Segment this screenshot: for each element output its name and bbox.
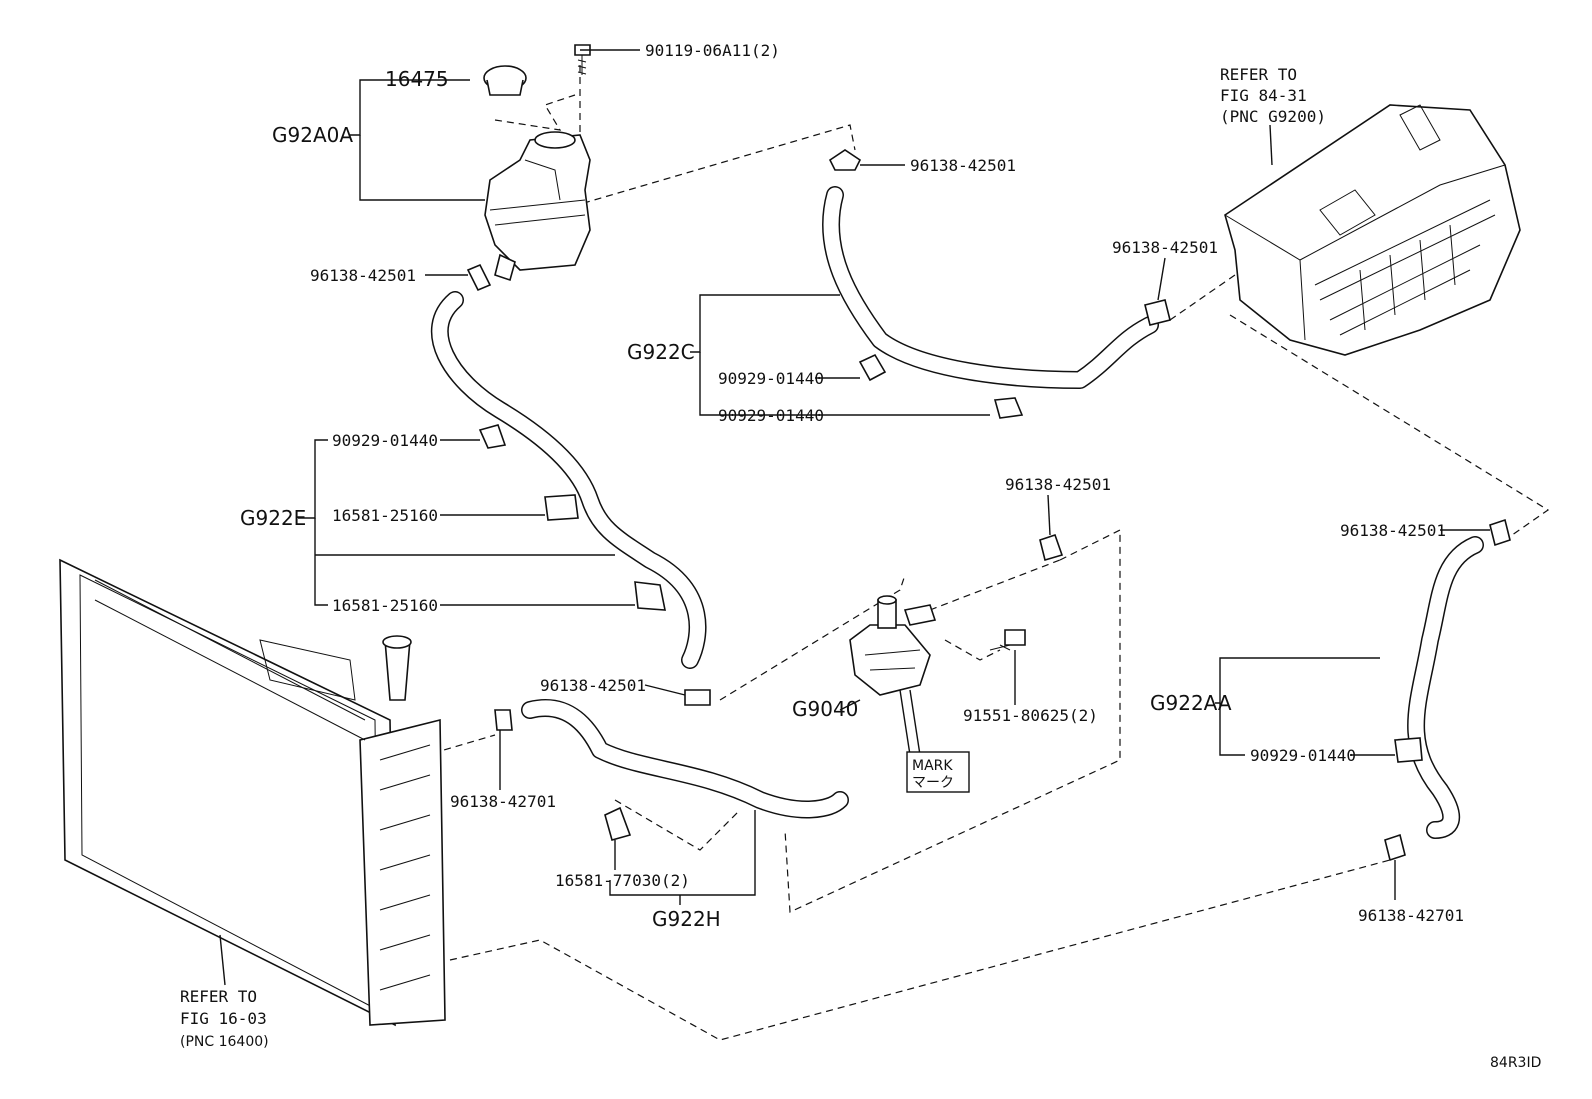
reservoir-tank	[484, 131, 591, 282]
part-label-g922c-clip-2: 90929-01440	[718, 406, 824, 425]
mark-box: MARK マーク	[906, 751, 970, 793]
sensor-icon	[544, 494, 666, 841]
refer-inverter-line2: FIG 84-31	[1220, 86, 1307, 105]
radiator	[59, 558, 446, 1027]
part-label-bolt-tank: 90119-06A11(2)	[645, 41, 780, 60]
hose-clip-icon	[478, 353, 1423, 763]
group-label-g922aa: G922AA	[1150, 691, 1232, 715]
pump-bolt-icon	[989, 629, 1026, 651]
hose-g922e	[430, 291, 707, 669]
mark-label-en: MARK	[912, 758, 953, 774]
part-label-clamp-right-top: 96138-42501	[1340, 521, 1446, 540]
electric-water-pump	[849, 595, 937, 696]
part-label-clamp-inverter: 96138-42501	[1112, 238, 1218, 257]
refer-radiator-line3: (PNC 16400)	[180, 1034, 269, 1050]
diagram-code: 84R3ID	[1490, 1055, 1541, 1071]
part-label-clamp-tank: 96138-42501	[310, 266, 416, 285]
part-label-g922e-sensor-2: 16581-25160	[332, 596, 438, 615]
part-label-clamp-pump-top: 96138-42501	[1005, 475, 1111, 494]
part-label-g922e-sensor-1: 16581-25160	[332, 506, 438, 525]
hose-g922c	[822, 186, 1159, 389]
part-label-clamp-hose-bottom: 96138-42501	[540, 676, 646, 695]
reservoir-cap	[483, 65, 527, 96]
group-label-g9040: G9040	[792, 697, 858, 721]
mark-label-jp: マーク	[912, 775, 954, 791]
part-label-g922h-clip: 16581-77030(2)	[555, 871, 690, 890]
part-label-g922c-clip-1: 90929-01440	[718, 369, 824, 388]
hose-g922h	[521, 699, 849, 819]
part-label-clamp-top-center: 96138-42501	[910, 156, 1016, 175]
part-label-g922e-clip: 90929-01440	[332, 431, 438, 450]
refer-radiator-line1: REFER TO	[180, 987, 257, 1006]
part-label-clamp-right-bottom: 96138-42701	[1358, 906, 1464, 925]
clamp-icon	[466, 149, 1511, 862]
refer-radiator-line2: FIG 16-03	[180, 1009, 267, 1028]
part-label-pump-bolt: 91551-80625(2)	[963, 706, 1098, 725]
hose-g922aa	[1407, 536, 1484, 839]
group-label-g922c: G922C	[627, 340, 695, 364]
leader-lines	[219, 49, 1490, 986]
part-label-g922aa-clip: 90929-01440	[1250, 746, 1356, 765]
refer-inverter-line1: REFER TO	[1220, 65, 1297, 84]
part-label-16475: 16475	[385, 67, 449, 91]
group-label-g92a0a: G92A0A	[272, 123, 353, 147]
inverter-unit	[1224, 104, 1521, 356]
group-label-g922e: G922E	[240, 506, 306, 530]
refer-inverter-line3: (PNC G9200)	[1220, 107, 1326, 126]
part-label-clamp-radiator: 96138-42701	[450, 792, 556, 811]
group-label-g922h: G922H	[652, 907, 721, 931]
